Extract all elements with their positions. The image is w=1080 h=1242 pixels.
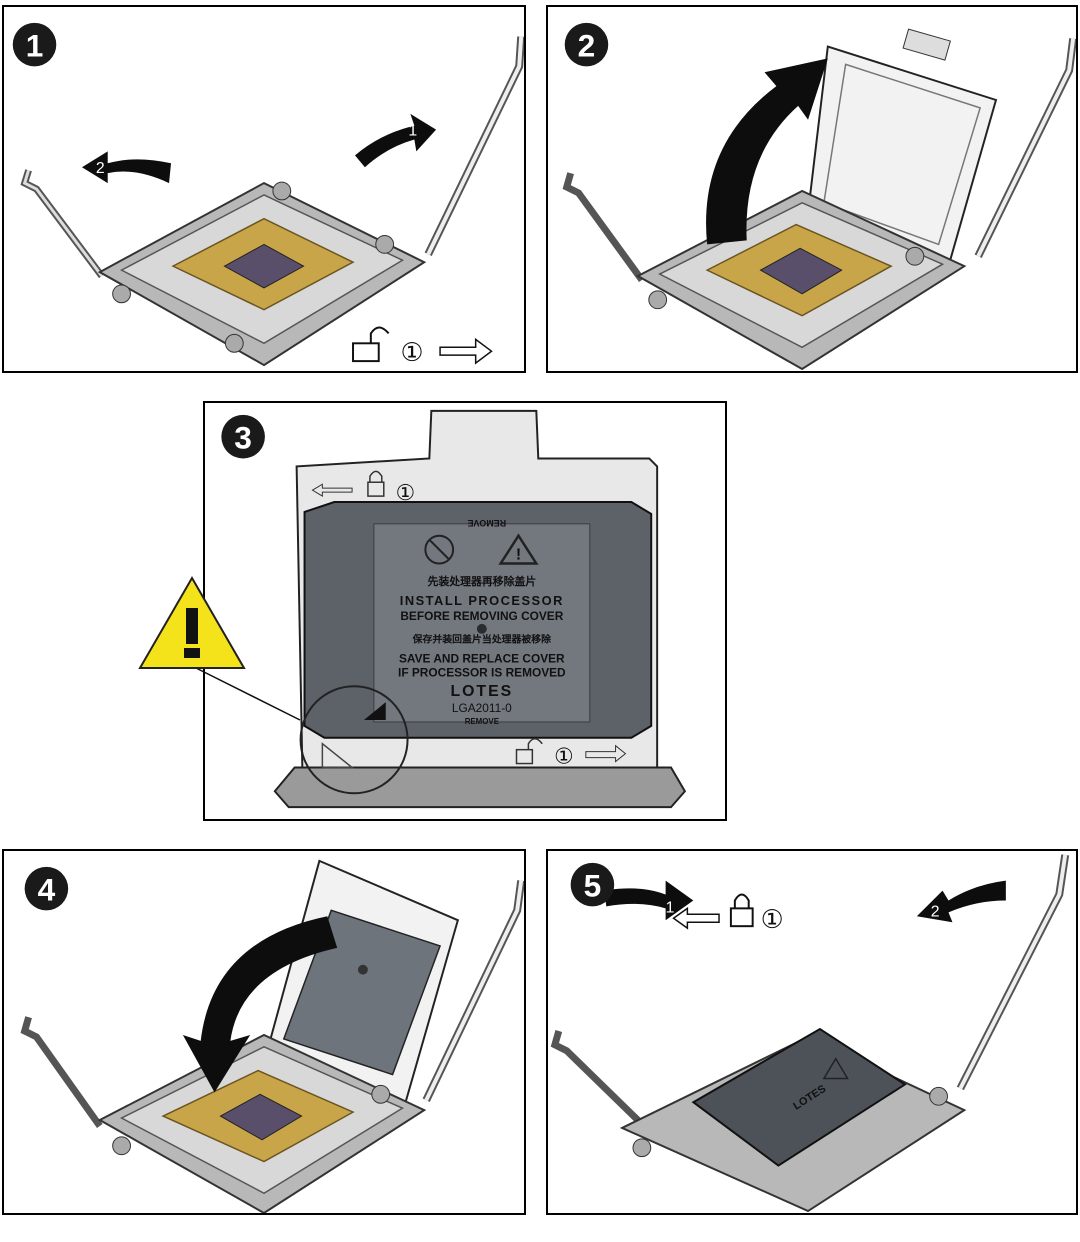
cover-bottom-tab: REMOVE [465,717,499,726]
symbol-bottom-number: ① [554,745,574,770]
left-lever [562,172,645,283]
step-1-panel: 1 2 ① 1 [2,5,526,373]
zoom-circle [299,685,409,795]
cover-cn-line2: 保存并装回盖片当处理器被移除 [412,633,552,646]
lock-icon [367,470,385,497]
symbol-number: ① [400,338,423,368]
arrow-right-icon [585,744,627,763]
symbol-number: ① [761,905,784,935]
step-5-illustration: LOTES 1 2 ① 5 [550,854,1070,1213]
step-badge: 2 [564,22,609,67]
svg-text:5: 5 [584,867,602,903]
socket-base [273,766,687,809]
warning-icon [138,576,246,669]
arrow-2-release [82,151,172,184]
step-3-illustration: ① REMOVE ! 先装处理器再移除盖片 INSTALL PROCESSOR … [221,409,687,809]
unlock-icon [515,738,543,765]
step-1-illustration: 1 2 ① 1 [12,22,524,368]
arrow-2-label: 2 [96,160,105,177]
cover-line1: INSTALL PROCESSOR [400,593,564,608]
svg-text:4: 4 [38,871,56,907]
lock-icon [729,893,754,928]
no-touch-icon [424,534,455,565]
socket-center [223,243,305,289]
cover-cn-line1: 先装处理器再移除盖片 [427,574,536,588]
arrow-left-icon [311,483,353,497]
svg-text:3: 3 [234,420,252,456]
left-lever [20,1016,103,1128]
step-badge: 5 [570,862,615,907]
svg-text:!: ! [516,546,521,563]
step-4-illustration: 4 [20,859,524,1213]
arrow-1-lock [604,880,694,921]
step-badge: 3 [221,414,265,459]
arrow-left-icon [672,906,720,930]
step-3-panel: ① REMOVE ! 先装处理器再移除盖片 INSTALL PROCESSOR … [203,401,727,821]
step-badge: 1 [12,22,57,67]
caution-triangle-icon: ! [498,533,539,565]
arrow-2-label: 2 [931,903,940,920]
arrow-2-lock [916,880,1006,923]
svg-text:1: 1 [26,27,44,63]
left-lever [550,1030,647,1129]
cover-model: LGA2011-0 [452,701,512,715]
unlock-icon [352,326,390,363]
pnp-cover [691,1027,907,1167]
symbol-top-number: ① [396,481,416,506]
cover-line2: BEFORE REMOVING COVER [400,609,563,623]
arrow-1-label: 1 [666,899,675,916]
step-2-panel: 2 [546,5,1078,373]
arrow-close-plate [182,916,338,1093]
step-2-illustration: 2 [562,22,1076,371]
arrow-1-release [355,113,437,168]
cover-top-tab: REMOVE [467,518,506,528]
svg-text:2: 2 [578,27,596,63]
cover-brand: LOTES [451,683,514,700]
step-badge: 4 [24,866,69,911]
arrow-1-label: 1 [408,123,417,140]
step-5-panel: LOTES 1 2 ① 5 [546,849,1078,1215]
arrow-lift-plate [706,58,828,245]
cover-line4: IF PROCESSOR IS REMOVED [398,665,566,679]
step-4-panel: 4 [2,849,526,1215]
arrow-right-icon [439,337,493,365]
cover-line3: SAVE AND REPLACE COVER [399,652,565,666]
